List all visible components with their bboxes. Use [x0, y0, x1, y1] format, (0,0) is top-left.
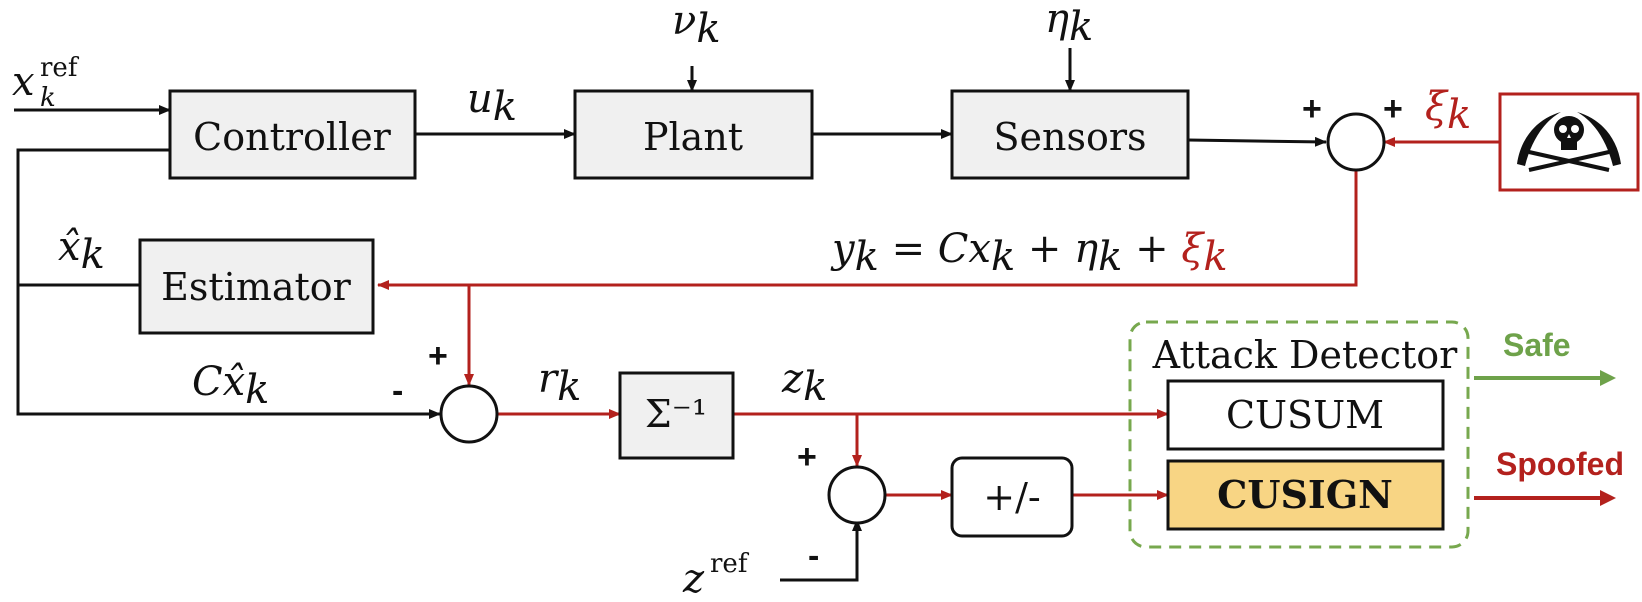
sign-operator-label: +/-: [983, 475, 1040, 519]
nu-label: νk: [672, 0, 721, 52]
estimator-label: Estimator: [161, 265, 352, 309]
plus-sign-z: +: [797, 438, 817, 476]
cusum-block: CUSUM: [1166, 379, 1445, 451]
y-equation: yk = Cxk + ηk + ξk: [830, 226, 1228, 280]
z-ref-label: z: [682, 556, 705, 602]
controller-block: Controller: [168, 89, 417, 180]
feedback-wire: [16, 148, 441, 419]
sensors-block: Sensors: [950, 89, 1190, 180]
cusum-label: CUSUM: [1226, 393, 1384, 437]
plus-sign-attack: +: [1383, 90, 1403, 128]
residual-sum-junction: [439, 384, 499, 444]
attack-sum-junction: [1326, 112, 1386, 172]
c-x-hat-label: Cx̂k: [192, 359, 269, 413]
r-label: rk: [538, 356, 581, 410]
x-ref-superscript: ref: [40, 53, 80, 83]
x-ref-subscript: k: [40, 83, 56, 113]
attack-detector-title: Attack Detector: [1152, 333, 1459, 377]
estimator-block: Estimator: [138, 238, 375, 335]
black-wires: [14, 48, 1327, 582]
spoofed-output: Spoofed: [1474, 446, 1624, 506]
minus-sign-zref: -: [808, 537, 819, 575]
red-wires: [377, 137, 1500, 500]
zref-wire: [780, 519, 862, 582]
xi-label: ξk: [1425, 84, 1471, 138]
u-label: uk: [467, 76, 517, 130]
plus-sign-estimate: +: [428, 337, 448, 375]
sensors-label: Sensors: [993, 115, 1146, 159]
attack-detector: Attack Detector CUSUM CUSIGN: [1128, 320, 1470, 549]
reference-sum-junction: [827, 465, 887, 525]
plus-sign-sensors: +: [1302, 90, 1322, 128]
z-ref-superscript: ref: [710, 549, 750, 579]
spoofed-label: Spoofed: [1496, 446, 1624, 482]
plant-block: Plant: [573, 89, 814, 180]
minus-sign-estimate: -: [392, 372, 403, 410]
cusign-block: CUSIGN: [1166, 459, 1445, 531]
sensors-sum-wire: [1187, 136, 1327, 147]
sigma-inverse-block: Σ⁻¹: [618, 371, 735, 460]
safe-label: Safe: [1503, 327, 1571, 363]
x-ref-label: x: [12, 59, 35, 105]
pirate-skull-icon: [1517, 112, 1621, 172]
sigma-inverse-label: Σ⁻¹: [645, 392, 707, 436]
x-hat-label: x̂k: [58, 224, 105, 278]
y-wire: [377, 171, 1358, 290]
plant-label: Plant: [643, 115, 743, 159]
safe-output: Safe: [1474, 327, 1616, 386]
controller-label: Controller: [193, 115, 392, 159]
z-label: zk: [781, 356, 827, 410]
eta-label: ηk: [1045, 0, 1093, 50]
cusign-label: CUSIGN: [1217, 472, 1393, 517]
attacker-box: [1498, 92, 1640, 192]
sign-operator-block: +/-: [950, 456, 1074, 538]
